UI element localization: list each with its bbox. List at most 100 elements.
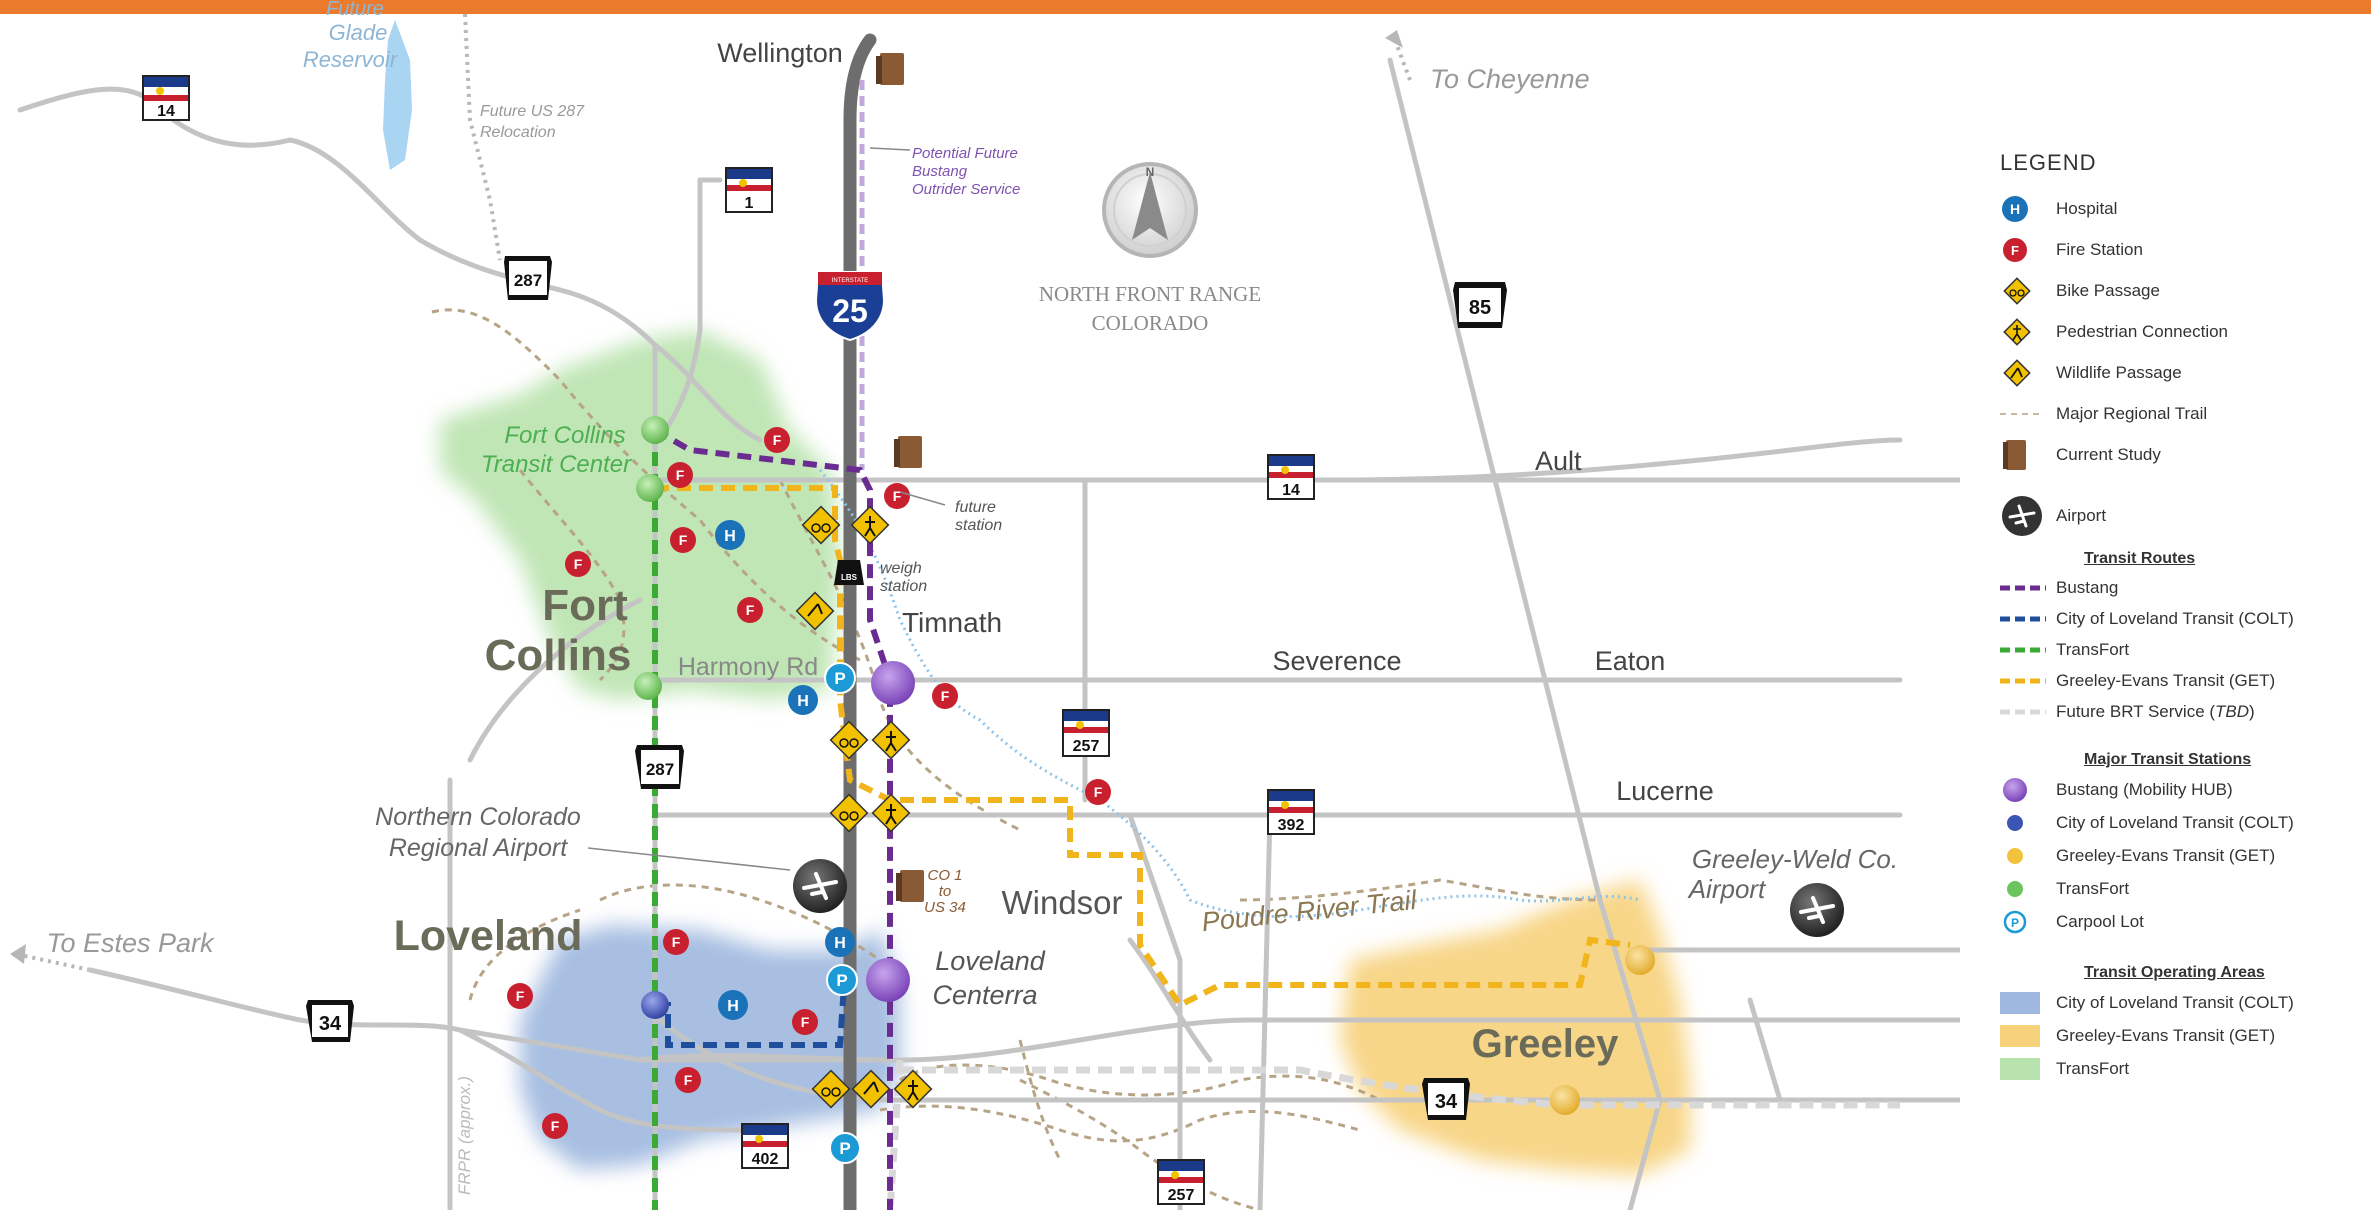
transfort-route-swatch <box>2000 647 2046 652</box>
legend-label: Future BRT Service (TBD) <box>2056 702 2255 722</box>
label-lucerne: Lucerne <box>1616 776 1714 806</box>
legend-label: Greeley-Evans Transit (GET) <box>2056 1025 2276 1045</box>
svg-text:P: P <box>836 971 847 990</box>
label-future-us287-2: Relocation <box>480 124 556 141</box>
legend-item-transfort-station: TransFort <box>2000 872 2360 905</box>
colt-station-icon <box>641 991 669 1019</box>
shield-us287-s: 287 <box>635 745 684 789</box>
svg-text:H: H <box>797 693 809 710</box>
bustang-hub-icon <box>871 661 915 705</box>
label-co1-2: to <box>939 883 952 900</box>
legend-item-get-route: Greeley-Evans Transit (GET) <box>2000 665 2360 696</box>
hospital-icon: H <box>718 990 748 1020</box>
legend-item-airport: Airport <box>2000 495 2360 536</box>
svg-text:LBS: LBS <box>841 573 858 582</box>
svg-text:F: F <box>516 988 525 1004</box>
svg-text:257: 257 <box>1073 738 1100 755</box>
svg-text:NORTH FRONT RANGE: NORTH FRONT RANGE <box>1039 282 1261 306</box>
weigh-station-icon: LBS <box>834 560 864 585</box>
legend-heading-operating-areas: Transit Operating Areas <box>2084 964 2265 981</box>
fire-station-icon: F <box>663 929 689 955</box>
label-potential-1: Potential Future <box>912 145 1018 162</box>
pedestrian-connection-icon <box>850 505 890 545</box>
bustang-hubs <box>866 661 915 1002</box>
svg-text:P: P <box>2011 916 2019 930</box>
label-noco-airport-2: Regional Airport <box>389 834 568 862</box>
transfort-station-icon <box>634 672 662 700</box>
label-weigh-2: station <box>880 578 927 595</box>
svg-text:COLORADO: COLORADO <box>1092 311 1209 335</box>
label-severence: Severence <box>1272 646 1401 676</box>
legend-label: City of Loveland Transit (COLT) <box>2056 992 2294 1012</box>
legend-item-carpool-lot: P Carpool Lot <box>2000 905 2360 938</box>
poudre-river <box>818 469 1641 919</box>
get-station-icon <box>1625 945 1655 975</box>
hospital-icon: H <box>825 927 855 957</box>
shield-i25: INTERSTATE 25 <box>814 271 886 342</box>
svg-text:1: 1 <box>745 195 754 212</box>
label-glade-1: Future <box>326 0 384 20</box>
shield-co1: 1 <box>725 167 773 213</box>
svg-text:14: 14 <box>157 103 175 120</box>
wildlife-passage-icon <box>2003 358 2031 387</box>
svg-text:257: 257 <box>1168 1187 1195 1204</box>
legend-item-future-brt: Future BRT Service (TBD) <box>2000 696 2360 727</box>
legend-label: Airport <box>2056 505 2107 525</box>
label-loveland: Loveland <box>394 912 583 960</box>
legend-label: Pedestrian Connection <box>2056 321 2229 341</box>
label-future-us287-1: Future US 287 <box>480 103 585 120</box>
interstate-25 <box>843 33 877 1210</box>
fire-station-icon: F <box>667 462 693 488</box>
svg-text:F: F <box>1094 784 1103 800</box>
legend-item-bustang-route: Bustang <box>2000 572 2360 603</box>
bustang-hub-icon <box>866 958 910 1002</box>
bike-passage-icon <box>801 505 841 545</box>
legend-label: TransFort <box>2056 878 2130 898</box>
fire-station-icon: F <box>792 1009 818 1035</box>
svg-text:H: H <box>834 935 846 952</box>
shield-us287-n: 287 <box>504 256 552 300</box>
svg-text:402: 402 <box>752 1151 779 1168</box>
colt-station-icon <box>2007 814 2023 831</box>
label-to-cheyenne: To Cheyenne <box>1430 64 1590 94</box>
label-greeley-airport-1: Greeley-Weld Co. <box>1692 844 1898 874</box>
future-us287-relocation <box>463 13 502 261</box>
svg-text:F: F <box>941 688 950 704</box>
get-area-swatch <box>2000 1024 2040 1047</box>
colt-stations <box>641 991 669 1019</box>
label-greeley-airport-2: Airport <box>1687 874 1767 904</box>
label-co1-3: US 34 <box>924 899 966 916</box>
bustang-hub-icon <box>2003 777 2027 802</box>
shield-us34-e: 34 <box>1422 1078 1470 1120</box>
legend-label-prefix: Future BRT Service ( <box>2056 701 2216 721</box>
svg-text:F: F <box>679 532 688 548</box>
airport-icon <box>793 859 847 913</box>
pedestrian-connection-icon <box>871 720 911 760</box>
fire-station-icon: F <box>1085 779 1111 805</box>
legend-label: Wildlife Passage <box>2056 362 2182 382</box>
label-centerra-2: Centerra <box>932 980 1037 1010</box>
label-glade-2: Glade <box>329 20 388 45</box>
shield-us85: 85 <box>1453 282 1507 328</box>
label-fc-transit-2: Transit Center <box>481 451 632 478</box>
legend-item-transfort-route: TransFort <box>2000 634 2360 665</box>
legend-item-bike-passage: Bike Passage <box>2000 270 2360 311</box>
label-ault: Ault <box>1535 446 1582 476</box>
legend-label: Carpool Lot <box>2056 911 2144 931</box>
transfort-station-icon <box>2007 880 2023 897</box>
legend-label-em: TBD <box>2215 701 2250 721</box>
svg-text:P: P <box>834 669 845 688</box>
svg-text:H: H <box>727 998 739 1015</box>
label-centerra-1: Loveland <box>935 946 1046 976</box>
svg-text:F: F <box>574 556 583 572</box>
carpool-lot-icon: P <box>2003 910 2027 933</box>
legend-label: Fire Station <box>2056 239 2143 259</box>
wildlife-passage-icon <box>851 1069 891 1109</box>
svg-text:F: F <box>672 934 681 950</box>
legend-item-colt-route: City of Loveland Transit (COLT) <box>2000 603 2360 634</box>
transit-map: 14 1 287 INTERSTATE 25 85 14 <box>10 0 1960 1210</box>
legend-item-hospital: H Hospital <box>2000 188 2360 229</box>
transfort-station-icon <box>636 474 664 502</box>
fire-station-icon: F <box>737 597 763 623</box>
shield-co14-e: 14 <box>1267 454 1315 500</box>
